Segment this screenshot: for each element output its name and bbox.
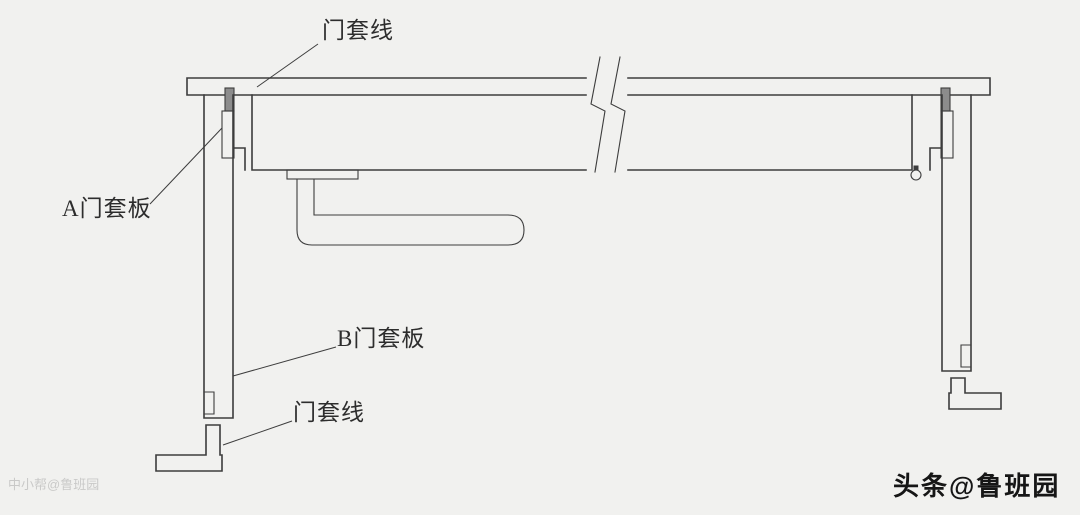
bottom-right-casing bbox=[948, 377, 1002, 410]
leader-jamb-a bbox=[149, 127, 223, 205]
right-casing-assembly bbox=[910, 87, 972, 372]
left-casing-tongue bbox=[221, 110, 235, 159]
hinge-pivot-marker bbox=[913, 165, 919, 171]
label-jamb-b: B门套板 bbox=[337, 326, 426, 351]
leader-casing-line-top bbox=[256, 43, 319, 88]
break-symbol bbox=[590, 56, 626, 173]
left-casing-assembly bbox=[203, 87, 246, 419]
top-frame-strip bbox=[186, 77, 991, 96]
bottom-left-casing bbox=[155, 424, 223, 472]
watermark-faint: 中小帮@鲁班园 bbox=[8, 477, 100, 492]
label-casing-line-top: 门套线 bbox=[322, 18, 394, 43]
label-casing-line-bottom: 门套线 bbox=[293, 400, 365, 425]
leader-casing-line-bottom bbox=[222, 420, 293, 446]
door-handle bbox=[286, 169, 525, 246]
handle-escutcheon-plate bbox=[286, 169, 359, 180]
leader-lines bbox=[149, 43, 337, 446]
handle-lever bbox=[296, 178, 525, 246]
label-jamb-a: A门套板 bbox=[62, 196, 152, 221]
watermark-toutiao: 头条@鲁班园 bbox=[893, 471, 1061, 501]
door-leaf bbox=[251, 94, 913, 171]
right-casing-tongue bbox=[940, 110, 954, 159]
leader-jamb-b bbox=[232, 346, 337, 377]
